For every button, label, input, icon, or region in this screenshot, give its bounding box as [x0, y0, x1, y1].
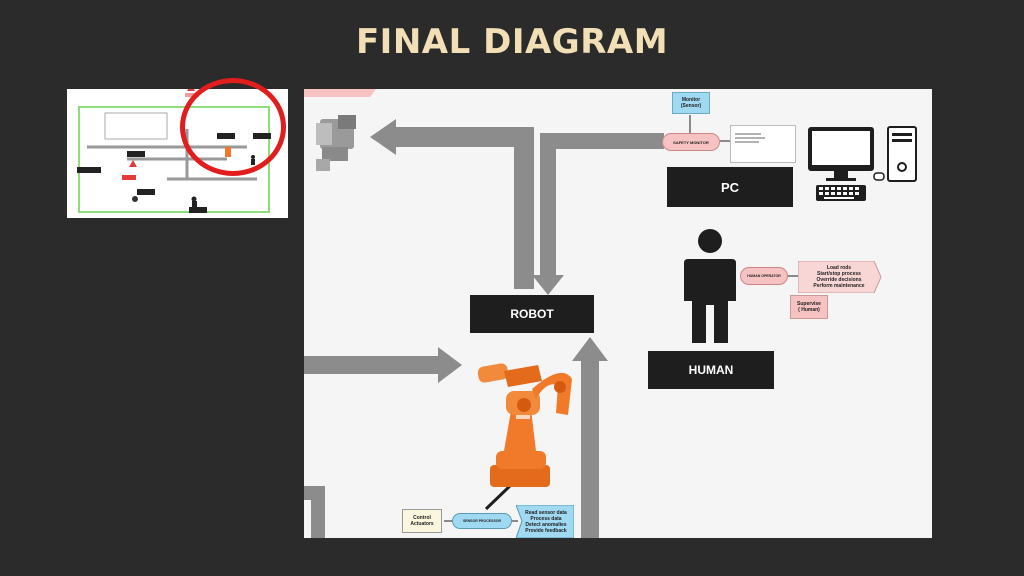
diagram-canvas: Monitor (Sensor) SAFETY MONITOR PC — [304, 89, 932, 538]
processor-tasks: Read sensor data Process data Detect ano… — [520, 506, 572, 537]
safety-monitor-label: SAFETY MONITOR — [673, 139, 709, 145]
safety-monitor-node: SAFETY MONITOR — [662, 133, 720, 151]
human-tasks: Load rods Start/stop process Override de… — [802, 262, 876, 292]
pc-icon — [808, 126, 917, 201]
diagram-connectors — [304, 89, 798, 538]
slide-title: FINAL DIAGRAM — [355, 22, 669, 62]
human-node: HUMAN — [648, 351, 774, 389]
processor-tasks-label: Read sensor data Process data Detect ano… — [525, 509, 567, 534]
control-actuators-label: Control Actuators — [410, 515, 434, 527]
human-tasks-label: Load rods Start/stop process Override de… — [813, 265, 865, 289]
safety-note-box — [730, 125, 796, 163]
human-tasks-shape — [798, 261, 882, 293]
industrial-robot-icon — [477, 363, 572, 487]
processor-tasks-shape — [516, 505, 574, 538]
human-icon — [684, 229, 736, 343]
human-operator-label: HUMAN OPERATOR — [747, 274, 781, 278]
sensor-processor-node: SENSOR PROCESSOR — [452, 513, 512, 529]
monitor-sensor-label: Monitor (Sensor) — [680, 97, 702, 109]
safety-note-lines — [735, 133, 765, 143]
control-actuators-box: Control Actuators — [402, 509, 442, 533]
supervise-label: Supervise ( Human) — [797, 301, 821, 313]
pc-node: PC — [667, 167, 793, 207]
sensor-processor-label: SENSOR PROCESSOR — [462, 519, 502, 523]
highlight-circle — [180, 78, 286, 176]
monitor-sensor-box: Monitor (Sensor) — [672, 92, 710, 114]
supervise-box: Supervise ( Human) — [790, 295, 828, 319]
gripper-icon — [316, 115, 356, 171]
human-operator-node: HUMAN OPERATOR — [740, 267, 788, 285]
robot-node: ROBOT — [470, 295, 594, 333]
